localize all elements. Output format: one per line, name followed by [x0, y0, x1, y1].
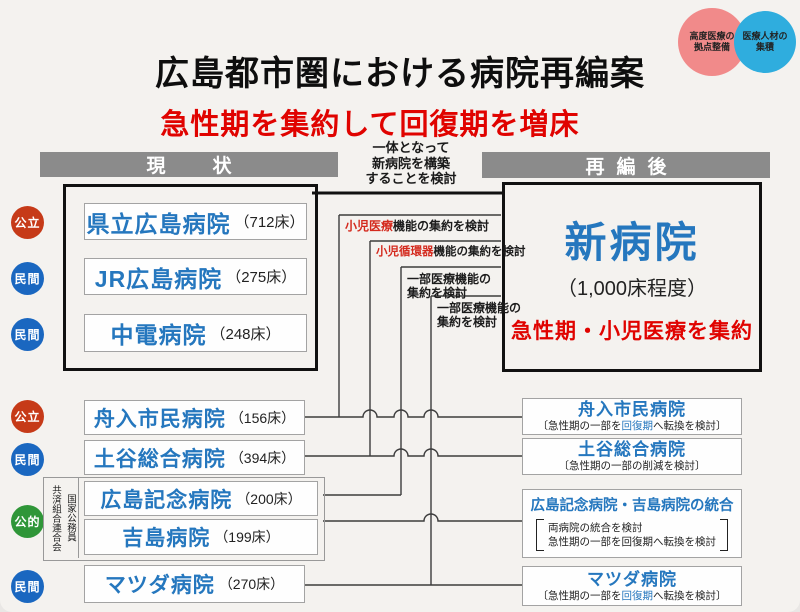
- after-hospital-sub: 〔急性期の一部を回復期へ転換を検討〕: [538, 590, 727, 602]
- sub-post: へ転換を検討〕: [653, 589, 727, 602]
- hospital-name: 吉島病院: [122, 527, 211, 550]
- column-header-after: 再編後: [482, 152, 770, 178]
- sub-post: へ転換を検討〕: [653, 420, 727, 432]
- hospital-mazda: マツダ病院 （270床）: [84, 565, 305, 603]
- after-tsuchiya: 土谷総合病院 〔急性期の一部の削減を検討〕: [522, 438, 742, 475]
- after-hospital-name: マツダ病院: [587, 569, 677, 589]
- tag-public-2: 公立: [11, 400, 44, 433]
- annotation-line2: 集約を検討: [437, 315, 498, 329]
- after-merger-details: 両病院の統合を検討 急性期の一部を回復期へ転換を検討: [536, 518, 728, 551]
- new-hospital-name: 新病院: [564, 219, 700, 266]
- merger-line2: 急性期の一部を回復期へ転換を検討: [548, 535, 716, 549]
- sub-highlight: 回復期: [621, 589, 654, 602]
- tag-private-3: 民間: [11, 443, 44, 476]
- hospital-name: 土谷総合病院: [93, 447, 226, 471]
- hospital-beds: （248床）: [210, 325, 281, 343]
- sub-pre: 〔急性期の一部を: [537, 420, 622, 432]
- kyosai-label-col1: 国家公務員: [65, 494, 76, 542]
- badge-medical-talent-line1: 医療人材の: [742, 30, 788, 41]
- hospital-beds: （270床）: [218, 576, 285, 592]
- page-subtitle: 急性期を集約して回復期を増床: [160, 109, 580, 141]
- after-hospital-sub: 〔急性期の一部の削減を検討〕: [559, 460, 706, 472]
- hospital-name: 県立広島病院: [86, 210, 231, 237]
- merger-line1: 両病院の統合を検討: [548, 521, 643, 534]
- merge-note-line1: 一体となって: [372, 140, 450, 155]
- annotation-partial-2: 一部医療機能の 集約を検討: [437, 301, 521, 329]
- annotation-line1: 一部医療機能の: [407, 272, 492, 286]
- badge-advanced-care-line1: 高度医療の: [689, 30, 735, 41]
- after-funairi: 舟入市民病院 〔急性期の一部を回復期へ転換を検討〕: [522, 398, 742, 435]
- hospital-yoshijima: 吉島病院 （199床）: [84, 519, 318, 555]
- hospital-beds: （712床）: [234, 214, 305, 231]
- hospital-name: 舟入市民病院: [93, 407, 226, 431]
- hospital-jr-hiroshima: JR広島病院 （275床）: [84, 258, 307, 295]
- hospital-name: マツダ病院: [104, 574, 215, 597]
- merge-note-line2: 新病院を構築: [371, 155, 450, 171]
- hospital-funairi: 舟入市民病院 （156床）: [84, 400, 305, 435]
- annotation-pediatric: 小児医療機能の集約を検討: [345, 219, 489, 233]
- after-merger-title: 広島記念病院・吉島病院の統合: [530, 497, 734, 514]
- hospital-hiroshima-kinen: 広島記念病院 （200床）: [84, 481, 318, 516]
- sub-pre: 〔急性期の一部を: [537, 589, 622, 602]
- annotation-partial-1: 一部医療機能の 集約を検討: [407, 272, 491, 300]
- sub-pre: 急性期の一部を: [548, 535, 622, 548]
- tag-private-4: 民間: [11, 570, 44, 603]
- badge-medical-talent-line2: 集積: [755, 42, 774, 52]
- badge-advanced-care-line2: 拠点整備: [693, 42, 730, 52]
- annotation-highlight: 小児医療: [345, 219, 394, 233]
- merge-note-line3: することを検討: [365, 171, 457, 186]
- page-title: 広島都市圏における病院再編案: [155, 55, 645, 93]
- new-hospital-box: 新病院 （1,000床程度） 急性期・小児医療を集約: [502, 182, 762, 372]
- sub-post: へ転換を検討: [653, 535, 716, 548]
- after-hospital-name: 舟入市民病院: [578, 400, 686, 419]
- hospital-name: JR広島病院: [94, 265, 223, 292]
- tag-private-1: 民間: [11, 262, 44, 295]
- tag-private-2: 民間: [11, 318, 44, 351]
- annotation-pediatric-cardio: 小児循環器機能の集約を検討: [376, 245, 526, 259]
- sub-pre: 〔急性期の一部の削減を検討〕: [558, 460, 706, 472]
- kyosai-group-box: [43, 477, 325, 561]
- new-hospital-capacity: （1,000床程度）: [556, 278, 708, 300]
- kyosai-label-col2: 共済組合連合会: [50, 484, 61, 552]
- column-header-current: 現 状: [40, 152, 338, 177]
- annotation-line1: 一部医療機能の: [437, 301, 522, 315]
- annotation-rest: 機能の集約を検討: [393, 219, 490, 233]
- after-hospital-name: 土谷総合病院: [578, 440, 686, 459]
- hospital-beds: （275床）: [226, 269, 297, 286]
- hospital-beds: （394床）: [229, 449, 296, 466]
- badge-medical-talent: 医療人材の 集積: [734, 11, 796, 73]
- hospital-tsuchiya: 土谷総合病院 （394床）: [84, 440, 305, 475]
- current-hospitals-group-box: [63, 184, 318, 371]
- hospital-beds: （199床）: [214, 529, 280, 545]
- hospital-chuden: 中電病院 （248床）: [84, 314, 307, 352]
- hospital-beds: （156床）: [229, 409, 296, 426]
- hospital-beds: （200床）: [236, 490, 302, 507]
- tag-public-1: 公立: [11, 206, 44, 239]
- hospital-name: 中電病院: [110, 322, 207, 348]
- after-merger: 広島記念病院・吉島病院の統合 両病院の統合を検討 急性期の一部を回復期へ転換を検…: [522, 489, 742, 558]
- annotation-line2: 集約を検討: [407, 286, 468, 300]
- hospital-name: 広島記念病院: [100, 488, 233, 512]
- after-hospital-sub: 〔急性期の一部を回復期へ転換を検討〕: [538, 420, 727, 432]
- annotation-highlight: 小児循環器: [376, 246, 434, 258]
- tag-semipublic: 公的: [11, 505, 44, 538]
- annotation-rest: 機能の集約を検討: [433, 246, 526, 258]
- new-hospital-note: 急性期・小児医療を集約: [511, 320, 753, 343]
- after-mazda: マツダ病院 〔急性期の一部を回復期へ転換を検討〕: [522, 566, 742, 606]
- kyosai-group-label: 国家公務員 共済組合連合会: [44, 478, 79, 558]
- sub-highlight: 回復期: [621, 420, 654, 432]
- sub-highlight: 回復期: [621, 535, 654, 548]
- hospital-kenritsu-hiroshima: 県立広島病院 （712床）: [84, 203, 307, 240]
- merge-note: 一体となって 新病院を構築 することを検討: [338, 140, 484, 187]
